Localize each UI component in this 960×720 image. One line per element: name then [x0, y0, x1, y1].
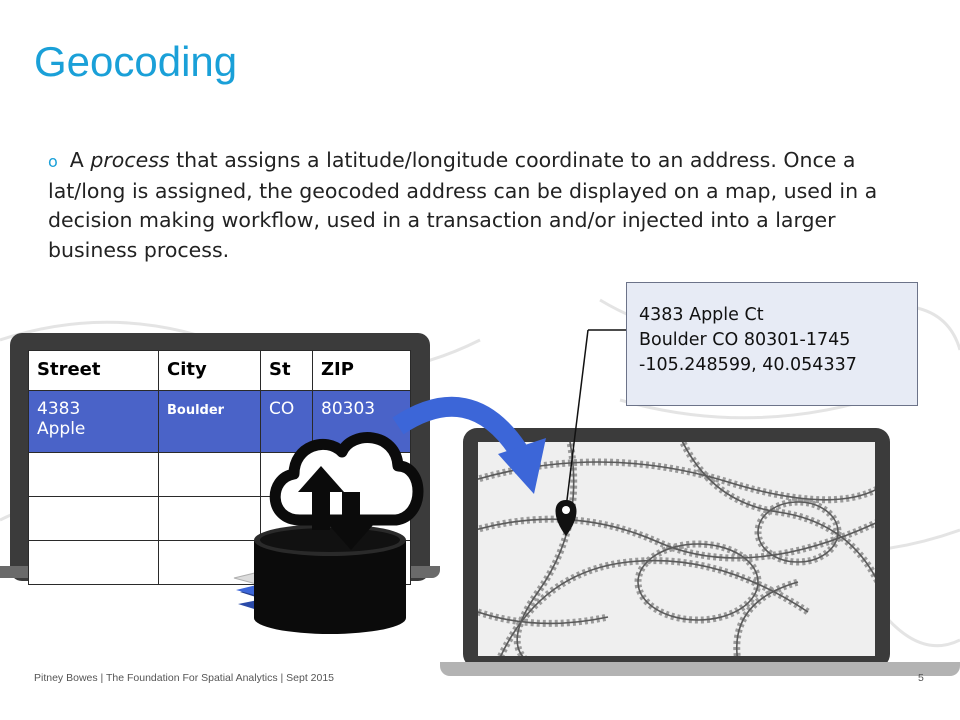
- slide-title: Geocoding: [34, 38, 238, 85]
- cell-state: CO: [260, 390, 313, 453]
- footer-text: Pitney Bowes | The Foundation For Spatia…: [34, 672, 335, 684]
- table-header-row: Street City St ZIP: [28, 350, 411, 391]
- empty-cell: [312, 540, 411, 585]
- table-row: [28, 496, 411, 541]
- page-number: 5: [918, 672, 924, 684]
- bullet-text-rest: that assigns a latitude/longitude coordi…: [48, 148, 878, 262]
- empty-cell: [158, 496, 261, 541]
- map-screen: [478, 442, 875, 656]
- cell-city: Boulder: [158, 390, 261, 453]
- street-map: [478, 442, 875, 656]
- geocode-result-callout: 4383 Apple Ct Boulder CO 80301-1745 -105…: [626, 282, 918, 406]
- empty-cell: [158, 452, 261, 497]
- header-state: St: [260, 350, 313, 391]
- bullet-emphasis: process: [90, 148, 170, 172]
- empty-cell: [312, 452, 411, 497]
- empty-cell: [28, 452, 159, 497]
- empty-cell: [28, 496, 159, 541]
- street-line-2: Apple: [37, 419, 86, 439]
- callout-city-zip: Boulder CO 80301-1745: [639, 330, 851, 350]
- bullet-text-start: A: [69, 148, 91, 172]
- empty-cell: [158, 540, 261, 585]
- bullet-marker: o: [48, 152, 58, 171]
- header-street: Street: [28, 350, 159, 391]
- street-line-1: 4383: [37, 399, 81, 419]
- header-city: City: [158, 350, 261, 391]
- empty-cell: [260, 540, 313, 585]
- cell-zip: 80303: [312, 390, 411, 453]
- right-laptop-base: [440, 662, 960, 676]
- empty-cell: [28, 540, 159, 585]
- header-zip: ZIP: [312, 350, 411, 391]
- empty-cell: [312, 496, 411, 541]
- empty-cell: [260, 452, 313, 497]
- table-row: [28, 540, 411, 585]
- table-row: [28, 452, 411, 497]
- callout-coordinates: -105.248599, 40.054337: [639, 355, 857, 375]
- callout-address: 4383 Apple Ct: [639, 305, 764, 325]
- empty-cell: [260, 496, 313, 541]
